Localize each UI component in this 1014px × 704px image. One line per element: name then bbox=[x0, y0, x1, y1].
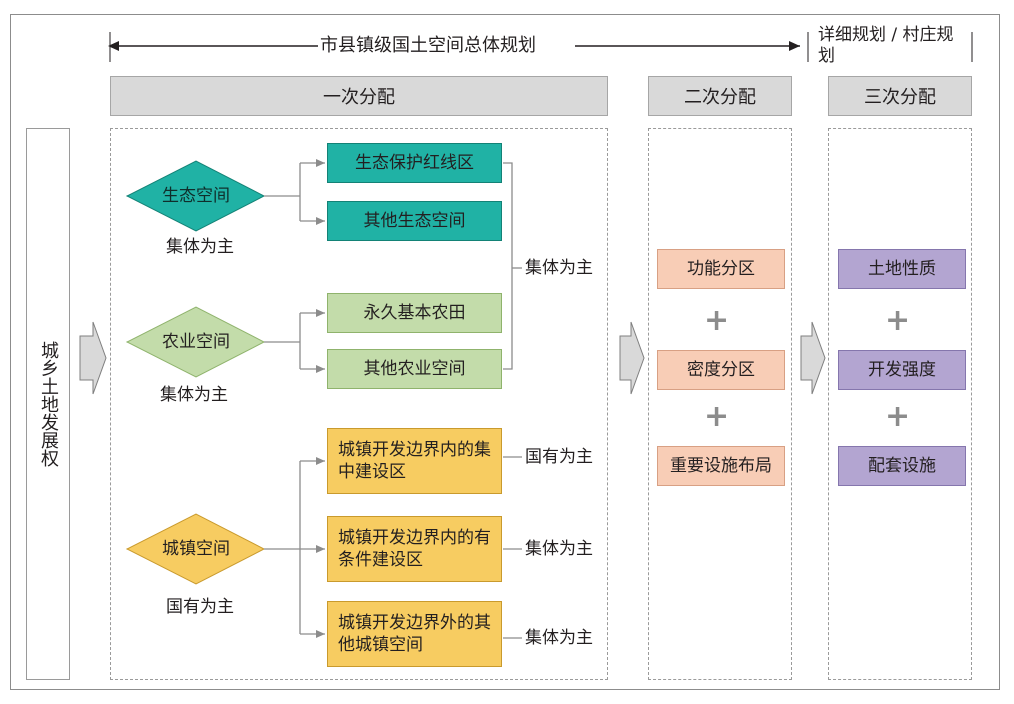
farmland-box: 永久基本农田 bbox=[327, 293, 502, 333]
urban-space-label: 城镇空间 bbox=[162, 539, 230, 559]
eco-redline-box: 生态保护红线区 bbox=[327, 143, 502, 183]
stage-second-header: 二次分配 bbox=[648, 76, 792, 116]
plus-icon: + bbox=[704, 303, 730, 338]
key-facilities-layout-box: 重要设施布局 bbox=[657, 446, 785, 486]
urban-concentrated-box: 城镇开发边界内的集中建设区 bbox=[327, 428, 502, 494]
eco-other-box: 其他生态空间 bbox=[327, 201, 502, 241]
eco-agri-ownership-label: 集体为主 bbox=[525, 258, 593, 278]
density-zoning-box: 密度分区 bbox=[657, 350, 785, 390]
urban-conditional-box: 城镇开发边界内的有条件建设区 bbox=[327, 516, 502, 582]
detailed-plan-title: 详细规划 / 村庄规划 bbox=[818, 25, 954, 66]
urban-rural-land-rights-label: 城乡土地发展权 bbox=[38, 341, 59, 467]
plus-icon: + bbox=[704, 399, 730, 434]
development-intensity-box: 开发强度 bbox=[838, 350, 966, 390]
urban-ownership-label: 国有为主 bbox=[166, 597, 234, 617]
stage-first-header: 一次分配 bbox=[110, 76, 608, 116]
urban-outside-box: 城镇开发边界外的其他城镇空间 bbox=[327, 601, 502, 667]
plus-icon: + bbox=[885, 399, 911, 434]
agricultural-space-label: 农业空间 bbox=[162, 332, 230, 352]
stage-third-header: 三次分配 bbox=[828, 76, 972, 116]
plus-icon: + bbox=[885, 303, 911, 338]
first-allocation-panel bbox=[110, 128, 608, 680]
flow-arrow-3 bbox=[800, 321, 826, 395]
second-allocation-panel bbox=[648, 128, 792, 680]
diagram-frame bbox=[10, 14, 1000, 690]
flow-arrow-2 bbox=[619, 321, 645, 395]
overall-plan-span-arrow bbox=[108, 32, 973, 62]
ecological-ownership-label: 集体为主 bbox=[166, 237, 234, 257]
urban-rural-land-rights-panel: 城乡土地发展权 bbox=[26, 128, 70, 680]
flow-arrow-1 bbox=[79, 321, 107, 395]
agri-other-box: 其他农业空间 bbox=[327, 349, 502, 389]
third-allocation-panel bbox=[828, 128, 972, 680]
overall-plan-title: 市县镇级国土空间总体规划 bbox=[320, 35, 536, 56]
urban-conditional-ownership-label: 集体为主 bbox=[525, 539, 593, 559]
agricultural-ownership-label: 集体为主 bbox=[160, 385, 228, 405]
functional-zoning-box: 功能分区 bbox=[657, 249, 785, 289]
ecological-space-label: 生态空间 bbox=[162, 186, 230, 206]
land-use-nature-box: 土地性质 bbox=[838, 249, 966, 289]
supporting-facilities-box: 配套设施 bbox=[838, 446, 966, 486]
urban-outside-ownership-label: 集体为主 bbox=[525, 628, 593, 648]
urban-concentrated-ownership-label: 国有为主 bbox=[525, 447, 593, 467]
